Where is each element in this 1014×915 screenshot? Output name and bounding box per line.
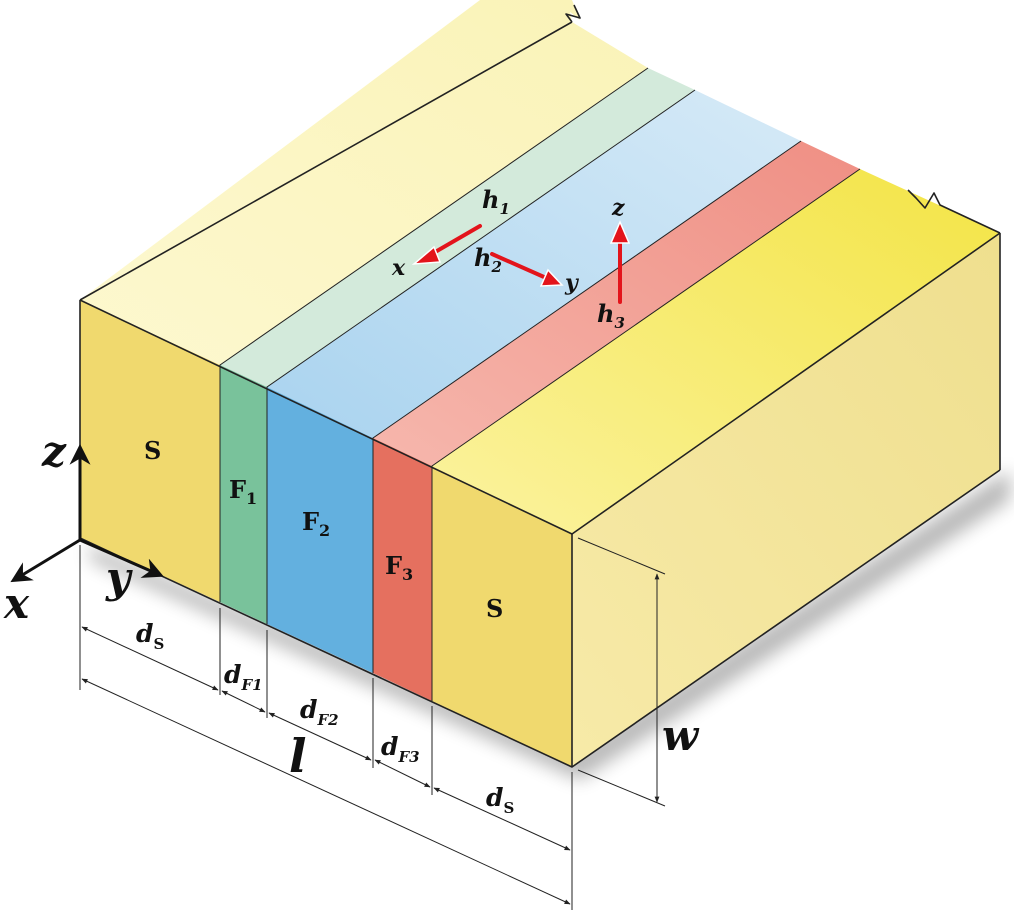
axis-x-line xyxy=(10,538,81,583)
label-s-right: S xyxy=(486,594,503,623)
edge-top-back-left xyxy=(79,21,573,301)
label-field-y: y xyxy=(564,270,580,296)
front-face-f1 xyxy=(220,365,267,624)
axis-y-label: y xyxy=(105,553,133,602)
label-field-z: z xyxy=(611,195,625,221)
h3-arrowhead xyxy=(609,220,631,244)
h2-arrowhead xyxy=(539,268,564,287)
label-f1: F1 xyxy=(229,475,257,508)
edge-break-back-right xyxy=(907,189,1001,234)
field-arrows xyxy=(411,220,631,304)
dim-label-ds-right: dS xyxy=(486,783,514,817)
h2-arrow xyxy=(490,252,546,279)
top-face-f1 xyxy=(220,68,695,387)
dim-label-length: l xyxy=(289,729,306,783)
dimension-lines xyxy=(79,537,666,910)
axis-z-label: z xyxy=(41,427,67,476)
layer-boundaries xyxy=(219,67,861,701)
label-f3: F3 xyxy=(385,551,413,584)
top-face-f3 xyxy=(373,141,860,466)
top-face-s-left-break xyxy=(80,0,580,300)
label-h2: h2 xyxy=(474,243,502,276)
top-face-f2 xyxy=(267,90,801,438)
side-face xyxy=(572,233,1000,767)
front-face-f2 xyxy=(267,387,373,673)
label-s-left: S xyxy=(144,436,161,465)
dim-label-df3: dF3 xyxy=(381,732,420,766)
dim-label-width: w xyxy=(662,711,700,760)
h1-arrowhead xyxy=(411,245,442,265)
axis-y-line xyxy=(79,538,164,578)
dim-label-ds-left: dS xyxy=(136,619,164,653)
label-f2: F2 xyxy=(302,507,330,540)
h1-arrow xyxy=(428,224,482,257)
top-face-s-right xyxy=(432,169,1000,534)
label-h1: h1 xyxy=(482,185,510,218)
axis-x-label: x xyxy=(3,579,30,628)
coordinate-axes xyxy=(10,443,164,583)
edge-break-back-left xyxy=(565,4,581,23)
dim-label-df1: dF1 xyxy=(224,660,263,694)
label-field-x: x xyxy=(391,255,406,281)
label-h3: h3 xyxy=(597,299,625,332)
top-face-s-left xyxy=(80,22,648,365)
front-face-s-left xyxy=(80,300,220,602)
front-face-f3 xyxy=(373,438,432,701)
dim-label-df2: dF2 xyxy=(300,695,339,729)
